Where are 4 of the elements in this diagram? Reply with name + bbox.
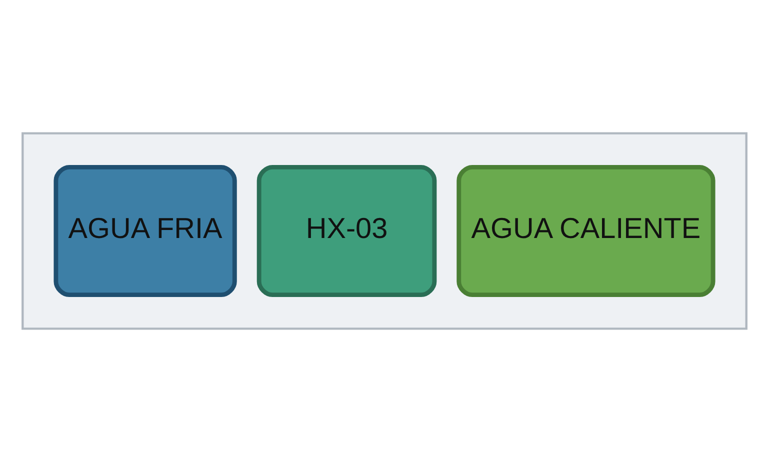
node-box: AGUA FRIA bbox=[54, 164, 237, 298]
node-box: AGUA CALIENTE bbox=[456, 164, 716, 298]
cluster bbox=[22, 132, 748, 330]
node-box: HX-03 bbox=[256, 164, 437, 298]
